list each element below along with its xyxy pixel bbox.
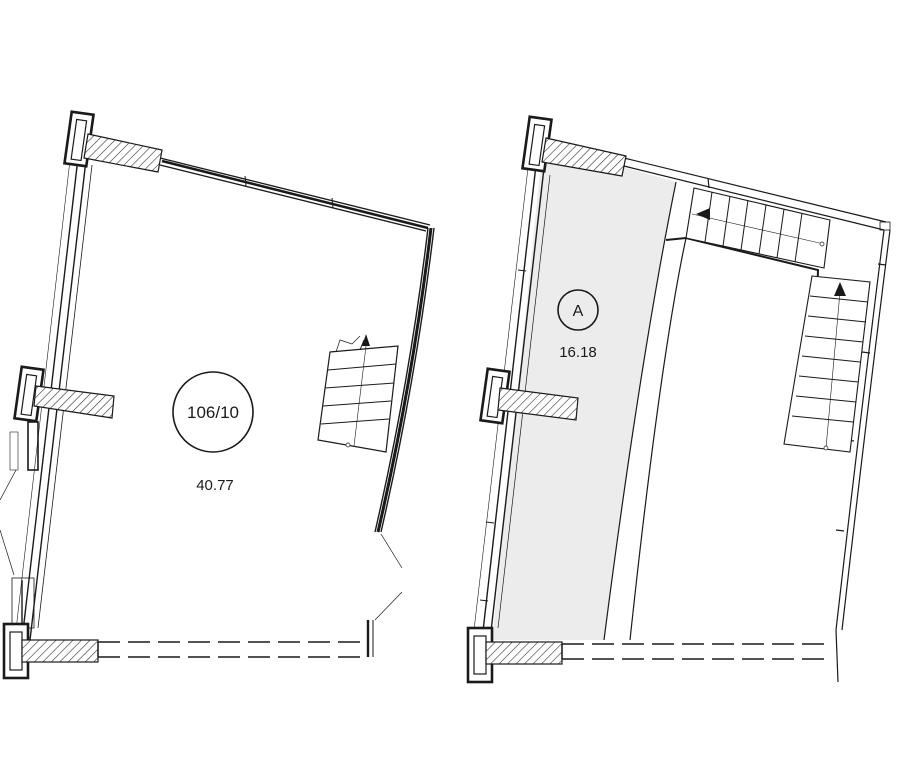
zone-a-circle — [557, 289, 599, 331]
left-plan-staircase — [317, 334, 399, 453]
left-plan-door-swing — [0, 469, 35, 629]
right-plan-south-glazing — [561, 643, 832, 660]
right-plan-bottom-column — [466, 626, 563, 684]
right-floor-plan — [466, 115, 891, 684]
left-plan-east-wall — [374, 227, 435, 533]
unit-number-label: 106/10 — [187, 403, 239, 422]
left-floor-plan — [0, 110, 435, 680]
right-plan-mid-column — [479, 367, 579, 425]
right-plan-top-column — [521, 115, 627, 177]
zone-a-area-label: 16.18 — [559, 344, 597, 361]
right-plan-upper-stair — [685, 187, 831, 269]
zone-a-label: A — [573, 303, 584, 320]
right-plan-wall-ticks — [479, 269, 527, 602]
left-plan-entrance-swing — [374, 533, 403, 621]
left-plan-top-column — [63, 110, 163, 173]
unit-area-label: 40.77 — [196, 477, 234, 494]
left-plan-bottom-column — [2, 622, 99, 680]
left-plan-south-glazing — [97, 620, 374, 658]
right-plan-lower-stair — [783, 275, 871, 453]
left-plan-north-wall — [159, 157, 431, 232]
unit-number-circle — [172, 371, 254, 453]
left-plan-mid-column — [9, 365, 115, 471]
right-plan-north-wall — [623, 157, 887, 231]
